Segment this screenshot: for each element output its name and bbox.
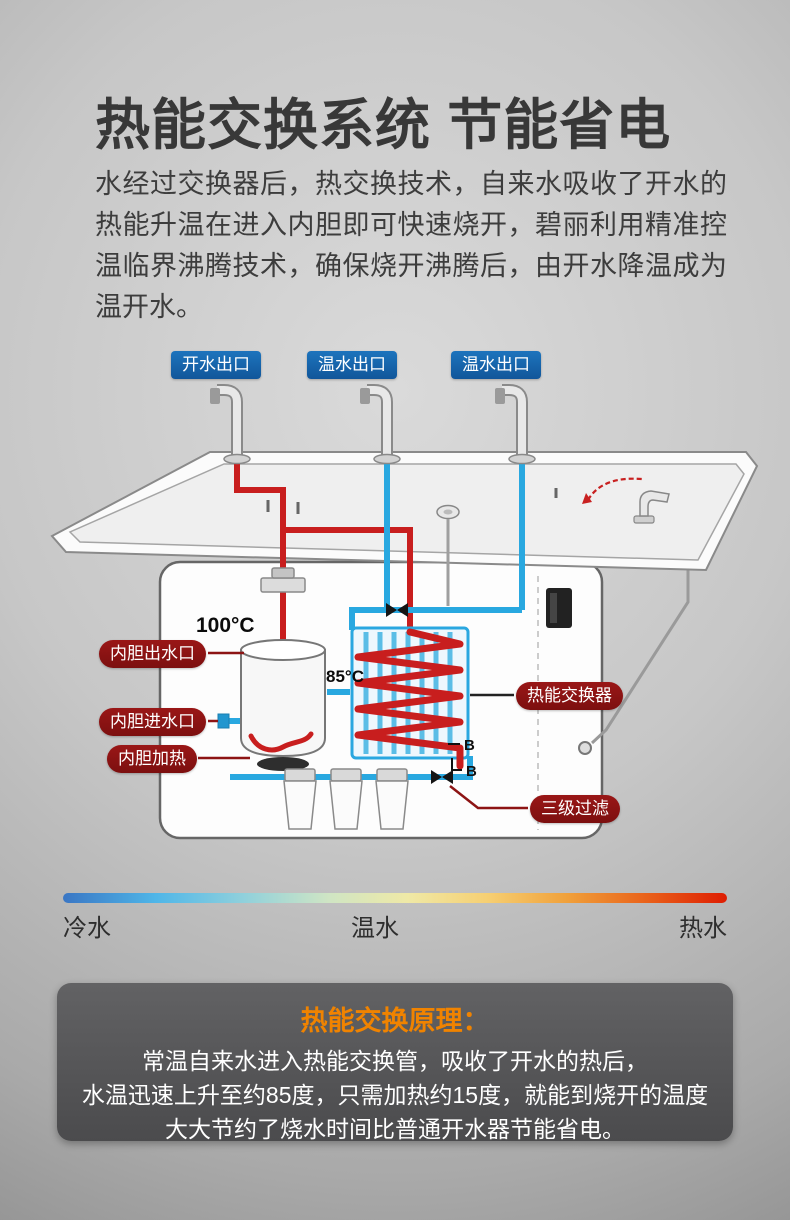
tap-label-warm-1: 温水出口 [307,351,397,379]
tap-label-boiling: 开水出口 [171,351,261,379]
scale-label-hot: 热水 [679,915,727,942]
scale-label-warm: 温水 [351,915,399,942]
heat-exchanger [350,626,470,770]
tap-boiling [210,384,251,465]
label-filter: 三级过滤 [530,795,620,823]
temp-boiling-label: 100°C [196,614,255,637]
panel-line-3: 大大节约了烧水时间比普通开水器节能省电。 [165,1116,625,1142]
marker-b1: B [464,737,475,754]
valve-top [386,603,408,617]
scale-label-cold: 冷水 [63,915,111,942]
tap-warm-2 [495,384,536,465]
tap-warm-1 [360,384,401,465]
filter-cartridges [283,768,409,830]
label-tank-outlet: 内胆出水口 [99,640,206,668]
system-diagram: B B 100°C 85°C 开水出口 温水出口 温水出口 内胆出水口 内胆进水… [0,340,790,888]
label-tank-inlet: 内胆进水口 [99,708,206,736]
panel-title: 热能交换原理： [300,1006,490,1036]
faucet-icon [582,477,670,524]
heating-element [248,731,314,753]
page-title: 热能交换系统 节能省电 [95,94,672,156]
diagram-drawing: B B 100°C 85°C [50,384,759,840]
marker-b2: B [466,763,477,780]
intro-text: 水经过交换器后，热交换技术，自来水吸收了开水的热能升温在进入内胆即可快速烧开，碧… [95,169,727,322]
panel-line-2: 水温迅速上升至约85度，只需加热约15度，就能到烧开的温度 [81,1082,709,1108]
tank-inlet-fitting [217,713,230,729]
pressure-fitting [260,567,306,593]
label-heat-exchanger: 热能交换器 [516,682,623,710]
temperature-scale-bar [63,893,727,903]
hot-water-pipes [234,460,413,646]
sink-counter [50,451,759,572]
hot-tank [240,639,326,771]
label-connectors [198,651,528,810]
temp-warm-label: 85°C [326,667,364,686]
tap-label-warm-2: 温水出口 [451,351,541,379]
drain-hose [578,552,690,755]
principle-panel: 热能交换原理： 常温自来水进入热能交换管，吸收了开水的热后， 水温迅速上升至约8… [57,983,733,1142]
exchanger-coil [354,628,464,770]
panel-line-1: 常温自来水进入热能交换管，吸收了开水的热后， [142,1048,648,1074]
connection-markers: B B [448,737,477,780]
valve-bottom [431,770,453,784]
label-tank-heater: 内胆加热 [107,745,197,773]
